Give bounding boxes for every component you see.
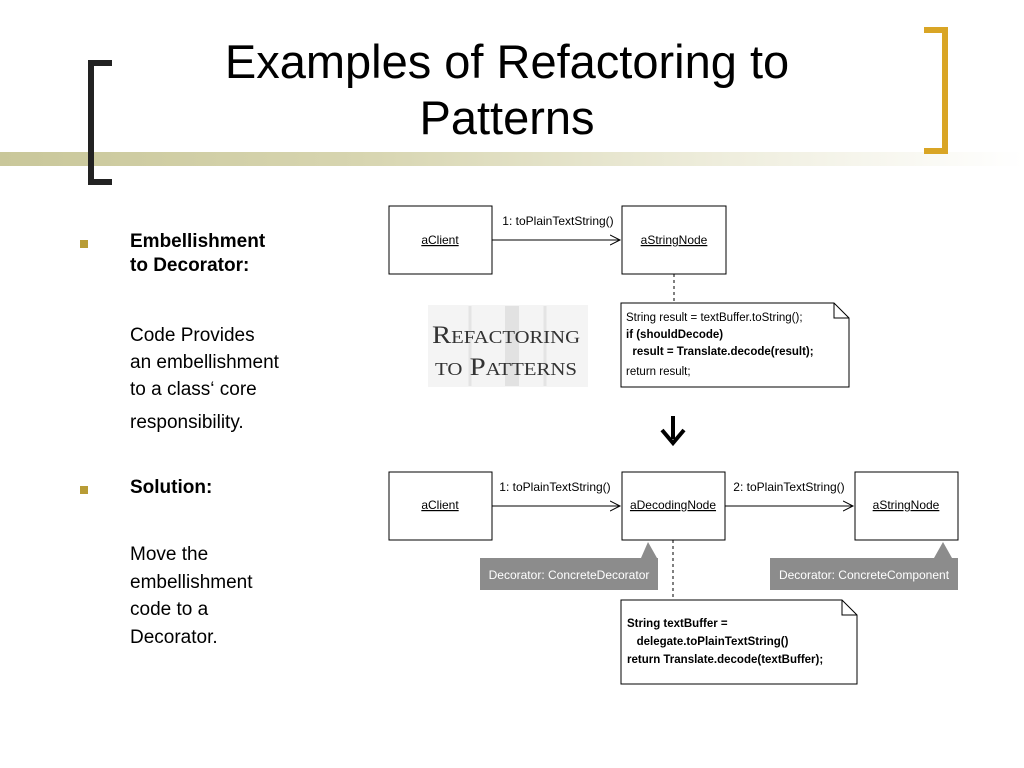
message-label: 1: toPlainTextString(): [499, 480, 610, 494]
bullet-heading-line: to Decorator:: [130, 255, 250, 276]
string-node-object-box: [621, 205, 727, 275]
code-note-line: String textBuffer =: [627, 618, 728, 630]
title-band: [0, 152, 1024, 166]
client-object-label: aClient: [421, 498, 459, 512]
bullet-body: Code Provides an embellishment to a clas…: [130, 322, 279, 436]
down-arrow-icon: [660, 416, 686, 447]
code-note-line: result = Translate.decode(result);: [626, 346, 814, 358]
bullet-body-line: code to a: [130, 599, 209, 620]
bullet-body-line: responsibility.: [130, 412, 244, 433]
code-note-line: if (shouldDecode): [626, 329, 723, 341]
role-tag-label: Decorator: ConcreteComponent: [779, 568, 950, 582]
decoding-node-object-box: [621, 471, 726, 541]
bullet-square-icon: [80, 486, 88, 494]
bullet-heading-line: Embellishment: [130, 231, 266, 252]
code-note-box: [620, 302, 850, 388]
refactoring-to-patterns-logo: Refactoring to Patterns: [428, 305, 588, 387]
code-note-line: return Translate.decode(textBuffer);: [627, 654, 823, 666]
note-corner-fold: [841, 600, 857, 616]
title-line-1: Examples of Refactoring to: [224, 35, 790, 88]
client-object-label: aClient: [421, 233, 459, 247]
bullet-body-line: embellishment: [130, 571, 253, 593]
bullet-body-line: Decorator.: [130, 626, 218, 648]
bullet-body: Move the embellishment code to a Decorat…: [130, 541, 253, 651]
bullet-body-line: to a class‘ core: [130, 379, 257, 400]
code-note-box: [620, 599, 858, 685]
code-note-line: String result = textBuffer.toString();: [626, 312, 803, 324]
bullet-heading: Embellishment to Decorator:: [130, 230, 265, 278]
logo-line-2: to Patterns: [435, 354, 577, 381]
bullet-square-icon: [80, 240, 88, 248]
logo-line-1: Refactoring: [432, 322, 580, 349]
message-label: 1: toPlainTextString(): [502, 214, 613, 228]
role-tag: [480, 542, 658, 590]
role-tag-label: Decorator: ConcreteDecorator: [489, 568, 650, 582]
string-node-object-label: aStringNode: [641, 233, 708, 247]
right-bracket-decoration: [924, 27, 948, 154]
title-line-2: Patterns: [419, 91, 595, 144]
bullet-body-line: Move the: [130, 544, 209, 565]
bullet-body-line: an embellishment: [130, 352, 279, 373]
note-corner-fold: [833, 303, 849, 319]
message-label: 2: toPlainTextString(): [733, 480, 844, 494]
code-note-line: return result;: [626, 366, 691, 378]
left-bracket-decoration: [88, 60, 112, 185]
string-node-object-box: [854, 471, 959, 541]
bullet-heading: Solution:: [130, 476, 212, 500]
client-object-box: [388, 205, 493, 275]
code-note-line: delegate.toPlainTextString(): [627, 636, 789, 648]
bullet-heading-line: Solution:: [130, 477, 213, 498]
slide-title: Examples of Refactoring to Patterns: [112, 34, 902, 146]
decoding-node-object-label: aDecodingNode: [630, 498, 716, 512]
string-node-object-label: aStringNode: [873, 498, 940, 512]
role-tag: [770, 542, 958, 590]
client-object-box: [388, 471, 493, 541]
bullet-body-line: Code Provides: [130, 325, 255, 346]
